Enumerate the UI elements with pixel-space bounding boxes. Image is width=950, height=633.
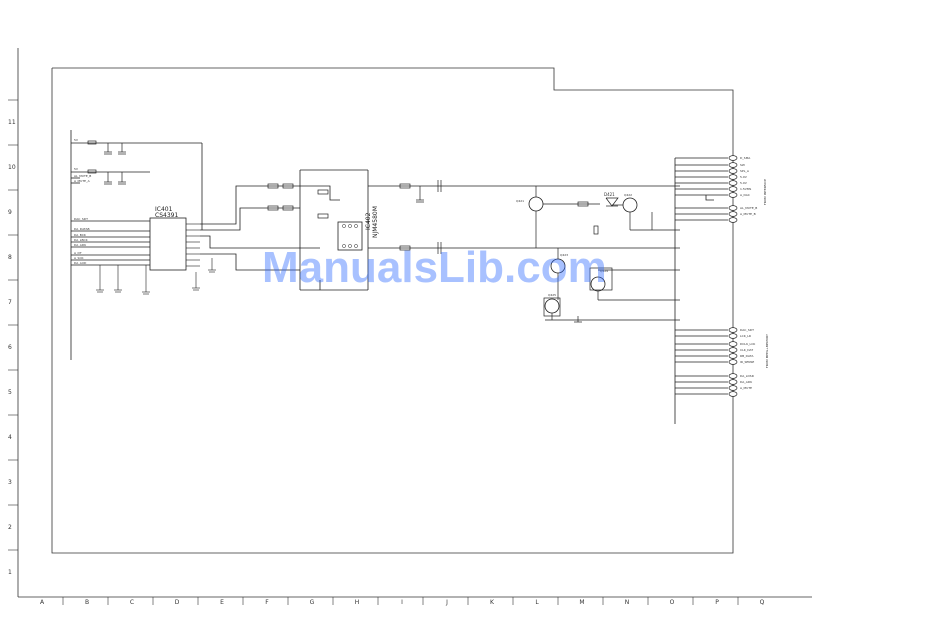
bottom-connector-title: FROM MPEG+MEMORY [765,334,769,368]
ground-symbols [96,258,216,295]
column-label: H [355,599,360,606]
column-label: E [220,599,224,606]
column-label: G [310,599,315,606]
row-labels: 11 10 9 8 7 6 5 4 3 2 1 [8,119,16,576]
top-connector [728,155,738,223]
row-label: 1 [8,569,12,576]
net-label: 5V [74,138,79,142]
q422-label: Q422 [624,193,632,197]
transistor-labels: Q421 D421 Q422 Q423 Q424 Q425 [516,192,632,297]
net-label: DAC_SDT [74,217,88,221]
net-label: DA_DATAB [74,227,90,231]
connector-pin-label: AL_MUTE_B [740,206,757,210]
row-label: 8 [8,254,12,261]
column-label: O [670,599,675,606]
ic402-part: NJM4580M [372,206,379,238]
net-label: A_MUTE_A [74,179,91,183]
row-label: 2 [8,524,12,531]
connector-pin-label: 5.0V [740,175,748,179]
column-label: B [85,599,89,606]
connector-pin-label: DCLK_LCK [740,342,756,346]
sheet-frame [17,48,812,598]
connector-pin-label: DA_LDSR [740,374,754,378]
passive-components [267,180,442,254]
bottom-connector-pins: DAC_SDT LCK_LR DCLK_LCK CLK_DAT RB_DATA … [740,328,756,390]
row-label: 4 [8,434,12,441]
connector-pin-label: DAC_SDT [740,328,754,332]
row-markers [8,99,18,551]
column-label: C [130,599,134,606]
left-bus [70,130,203,360]
net-label: DA_AUD [74,261,87,265]
connector-pin-label: A_DAC [740,193,750,197]
connector-pin-label: 1.5VMS [740,187,751,191]
bottom-connector [728,327,738,397]
d421-label: D421 [604,192,615,197]
net-label: DA_LBCK [74,238,89,242]
connector-pin-label: SW [740,163,745,167]
connector-pin-label: RB_DATA [740,354,754,358]
connector-pin-label: 5.0V [740,181,748,185]
row-label: 6 [8,344,12,351]
connector-pin-label: IR_SENSE [740,360,754,364]
net-label: DA_BCK [74,233,87,237]
q425-label: Q425 [548,293,556,297]
net-label: DA_ADK [74,243,87,247]
column-label: L [535,599,539,606]
row-label: 11 [8,119,16,126]
ic401-ref: IC401 [155,206,173,213]
ic401: IC401 CS4391 [149,206,200,271]
connector-pin-label: SPL_A [740,169,750,173]
column-label: K [490,599,495,606]
connector-pin-label: CLK_DAT [740,348,753,352]
connector-pin-label: D_SMA [740,156,751,160]
transistor-wiring [535,186,680,323]
connector-pin-label: A_MUTE_B [740,212,756,216]
top-connector-pins: D_SMA SW SPL_A 5.0V 5.0V 1.5VMS A_DAC AL… [740,156,757,216]
net-label: 5V [74,167,79,171]
row-label: 3 [8,479,12,486]
column-label: N [625,599,630,606]
column-label: J [445,599,448,606]
column-label: P [715,599,719,606]
top-connector-title: FROM INTERFACE [763,179,767,205]
column-label: Q [760,599,765,606]
column-label: I [401,599,403,606]
column-labels: A B C D E F G H I J K L M N O P Q [40,599,765,606]
q423-label: Q423 [560,253,568,257]
ic401-part: CS4391 [155,212,178,219]
column-label: A [40,599,45,606]
connector-pin-label: A_MUTE [740,386,752,390]
q421-label: Q421 [516,199,524,203]
column-label: M [579,599,584,606]
column-markers [62,597,739,605]
q424-label: Q424 [600,269,608,273]
row-label: 10 [8,164,16,171]
row-label: 9 [8,209,12,216]
connector-pin-label: DA_ADK [740,380,753,384]
watermark: ManualsLib.com [262,243,607,292]
column-label: D [175,599,180,606]
net-label: A_SCK [74,256,85,260]
right-bus [674,157,728,424]
net-label: AL_MUTE_B [74,174,91,178]
left-net-labels: 5V 5V AL_MUTE_B A_MUTE_A DAC_SDT DA_DATA… [74,138,91,265]
supply-caps [87,140,126,185]
connector-pin-label: LCK_LR [740,334,751,338]
row-label: 5 [8,389,12,396]
net-label: A_DT [74,251,82,255]
column-label: F [265,599,269,606]
ic402-ref: IC402 [365,212,372,230]
ic402: IC402 NJM4580M [337,206,379,251]
row-label: 7 [8,299,12,306]
